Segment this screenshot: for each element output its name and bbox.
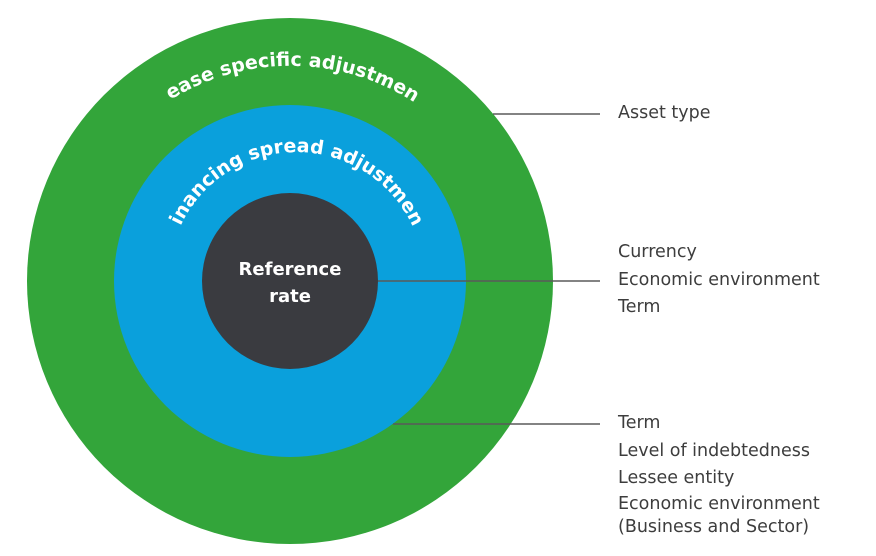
outer-factors-list: Asset type (618, 100, 711, 128)
core-label-line2: rate (269, 286, 311, 307)
middle-factors-list: Currency Economic environment Term (618, 239, 820, 322)
factor-lessee-entity: Lessee entity (618, 468, 735, 488)
inner-circle-reference-rate (202, 193, 378, 369)
factor-economic-environment: Economic environment (618, 493, 820, 514)
core-label-line1: Reference (239, 259, 342, 280)
factor-business-and-sector: (Business and Sector) (618, 516, 810, 537)
core-factors-list: Term Level of indebtedness Lessee entity… (618, 410, 820, 539)
factor-asset-type: Asset type (618, 103, 711, 123)
factor-currency: Currency (618, 242, 697, 262)
factor-economic-environment: Economic environment (618, 269, 820, 290)
factor-level-of-indebtedness: Level of indebtedness (618, 440, 810, 461)
factor-term: Term (618, 297, 661, 317)
factor-term: Term (618, 413, 661, 433)
